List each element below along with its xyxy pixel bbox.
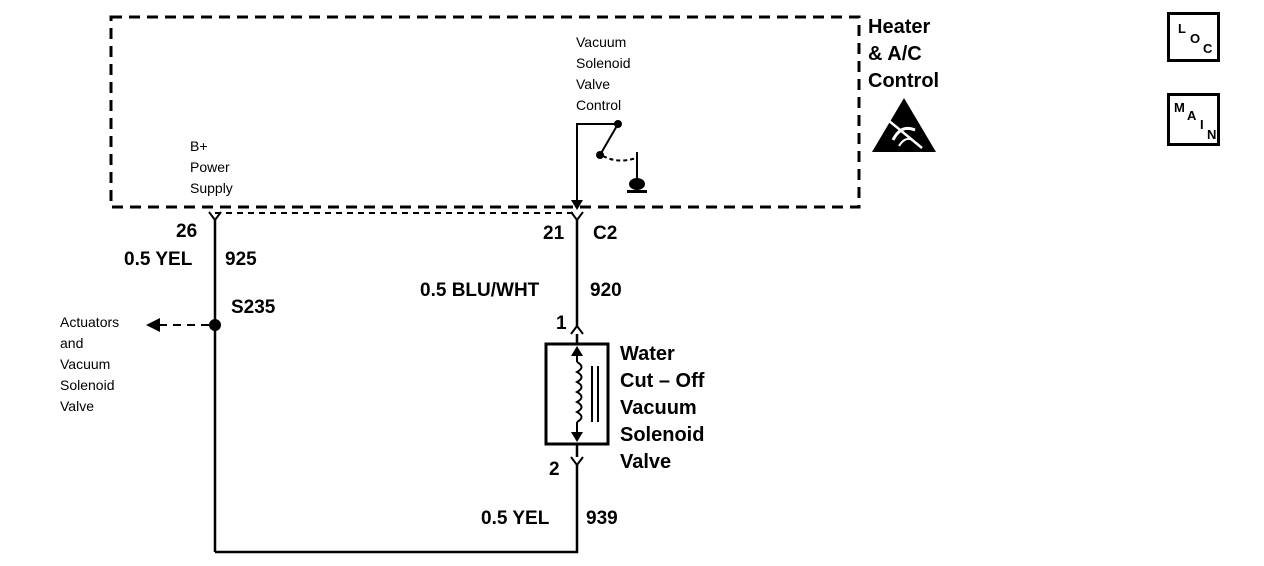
valve-label-line: Solenoid bbox=[620, 424, 705, 446]
pin-21-arrow bbox=[571, 200, 583, 210]
bottom-wire-circuit: 939 bbox=[586, 508, 618, 529]
actuators-label: Actuators and Vacuum Solenoid Valve bbox=[60, 312, 119, 417]
mid-wire-gauge-color: 0.5 BLU/WHT bbox=[420, 280, 540, 301]
wires bbox=[213, 220, 579, 554]
loc-letter: C bbox=[1203, 41, 1213, 56]
b-plus-line: Supply bbox=[190, 180, 233, 196]
valve-control-switch bbox=[576, 120, 638, 202]
main-letter: A bbox=[1187, 108, 1197, 123]
connector-c2-label: C2 bbox=[593, 223, 618, 244]
valve-label-line: Water bbox=[620, 343, 675, 365]
actuators-line: Vacuum bbox=[60, 356, 111, 372]
left-wire-gauge-color: 0.5 YEL bbox=[124, 249, 193, 270]
splice-s235-label: S235 bbox=[231, 297, 276, 318]
splice-s235-dot bbox=[209, 319, 221, 331]
valve-label-line: Cut – Off bbox=[620, 370, 705, 392]
module-title-line: & A/C bbox=[868, 43, 922, 65]
main-letter: I bbox=[1200, 117, 1204, 132]
b-plus-supply-label: B+ Power Supply bbox=[190, 136, 233, 199]
solenoid-coil-icon bbox=[574, 348, 599, 440]
main-badge[interactable]: M A I N bbox=[1167, 93, 1220, 146]
module-title-line: Heater bbox=[868, 16, 931, 38]
connector-symbols bbox=[208, 211, 584, 467]
module-title-line: Control bbox=[868, 70, 940, 92]
actuators-line: and bbox=[60, 335, 84, 351]
ground-icon bbox=[627, 178, 647, 193]
b-plus-line: Power bbox=[190, 159, 230, 175]
valve-control-label: Vacuum Solenoid Valve Control bbox=[576, 32, 631, 116]
valve-label-line: Vacuum bbox=[620, 397, 697, 419]
actuators-arrow bbox=[146, 318, 160, 332]
loc-badge[interactable]: L O C bbox=[1167, 12, 1220, 62]
actuators-line: Valve bbox=[60, 398, 94, 414]
valve-control-line: Control bbox=[576, 97, 622, 113]
loc-letter: L bbox=[1178, 21, 1186, 36]
valve-pin-2-label: 2 bbox=[549, 459, 560, 480]
valve-control-line: Valve bbox=[576, 76, 610, 92]
coil-arrow-bottom bbox=[571, 432, 583, 442]
valve-control-line: Vacuum bbox=[576, 34, 627, 50]
mid-wire-circuit: 920 bbox=[590, 280, 622, 301]
solenoid-valve-body bbox=[544, 342, 610, 446]
module-title: Heater & A/C Control bbox=[868, 14, 939, 95]
actuators-line: Solenoid bbox=[60, 377, 115, 393]
valve-label-line: Valve bbox=[620, 451, 672, 473]
pin-21-label: 21 bbox=[543, 223, 565, 244]
valve-label: Water Cut – Off Vacuum Solenoid Valve bbox=[620, 341, 704, 476]
main-letter: N bbox=[1207, 127, 1217, 142]
esd-warning-icon bbox=[872, 98, 936, 152]
b-plus-line: B+ bbox=[190, 138, 208, 154]
pin-26-label: 26 bbox=[176, 221, 198, 242]
loc-letter: O bbox=[1190, 31, 1201, 46]
coil-arrow-top bbox=[571, 346, 583, 356]
valve-control-line: Solenoid bbox=[576, 55, 631, 71]
left-wire-circuit: 925 bbox=[225, 249, 257, 270]
actuators-line: Actuators bbox=[60, 314, 120, 330]
main-letter: M bbox=[1174, 100, 1185, 115]
bottom-wire-gauge-color: 0.5 YEL bbox=[481, 508, 550, 529]
valve-pin-1-label: 1 bbox=[556, 313, 567, 334]
